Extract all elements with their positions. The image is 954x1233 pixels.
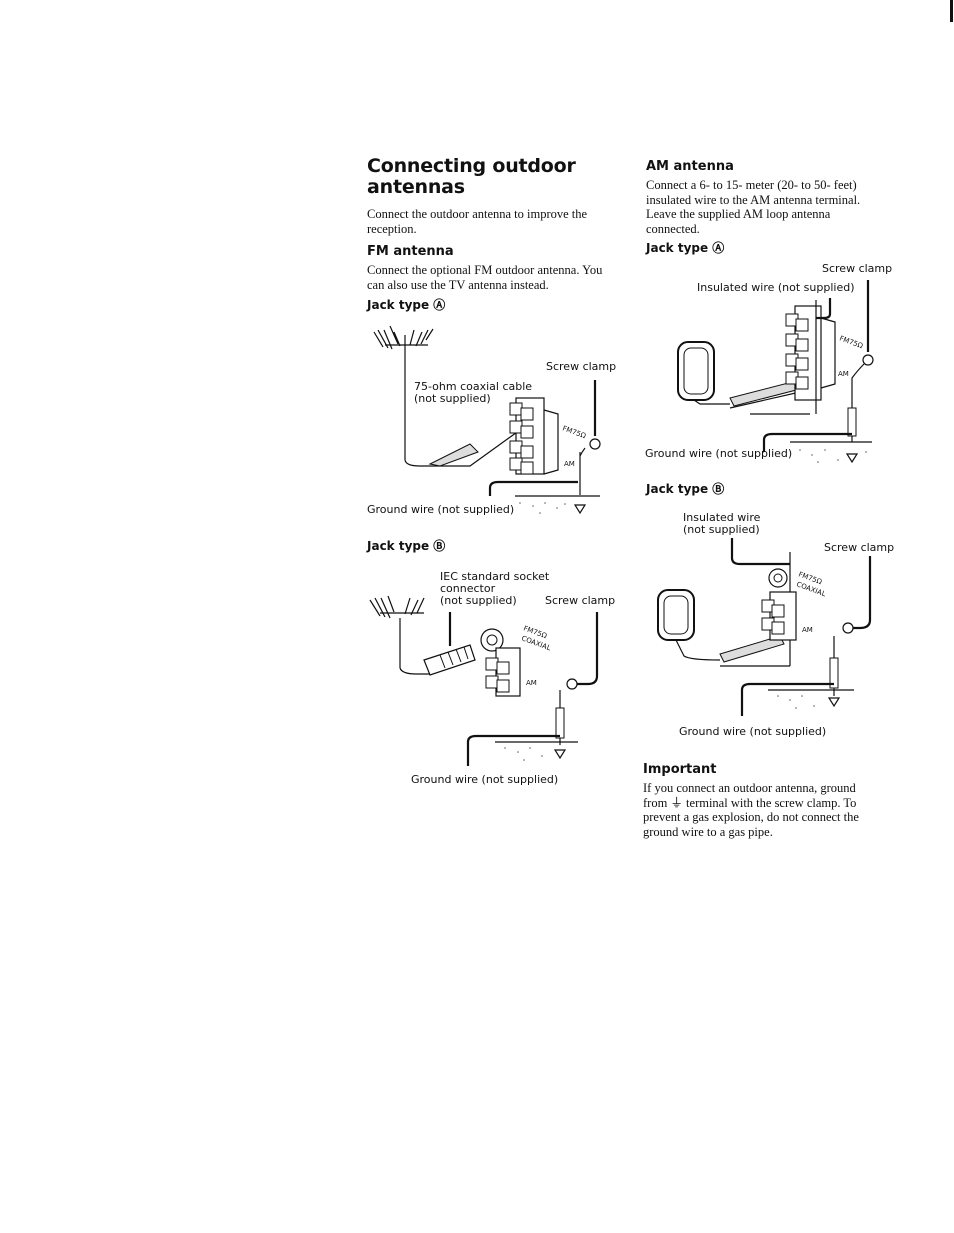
am-jack-a-ground-wire-label: Ground wire (not supplied)	[645, 447, 793, 460]
am-jack-a-insulated-wire-label: Insulated wire (not supplied)	[697, 281, 855, 294]
fm-jack-b-title: Jack type Ⓑ	[367, 539, 446, 553]
fm-jack-b-screw-clamp-label: Screw clamp	[545, 594, 616, 607]
fm-antenna-heading: FM antenna	[367, 244, 454, 259]
am-jack-b-insulated-wire-note: (not supplied)	[683, 523, 760, 536]
fm-antenna-text: Connect the optional FM outdoor antenna.…	[367, 263, 603, 292]
am-jack-a-title: Jack type Ⓐ	[646, 241, 725, 255]
intro-text: Connect the outdoor antenna to improve t…	[367, 207, 588, 236]
am-jack-b-screw-clamp-label: Screw clamp	[824, 541, 895, 554]
svg-text:COAXIAL: COAXIAL	[795, 580, 827, 598]
svg-text:AM: AM	[802, 626, 813, 634]
important-text: If you connect an outdoor antenna, groun…	[643, 781, 859, 839]
page-title: Connecting outdoor antennas	[367, 155, 576, 198]
svg-text:AM: AM	[564, 460, 575, 468]
fm-jack-b-ground-wire-label: Ground wire (not supplied)	[411, 773, 559, 786]
am-antenna-heading: AM antenna	[646, 159, 734, 174]
am-jack-b-ground-wire-label: Ground wire (not supplied)	[679, 725, 827, 738]
fm-jack-a-title: Jack type Ⓐ	[367, 298, 446, 312]
svg-text:AM: AM	[526, 679, 537, 687]
am-jack-b-title: Jack type Ⓑ	[646, 482, 725, 496]
fm-jack-b-connector-label: IEC standard socket	[440, 570, 550, 583]
am-antenna-text: Connect a 6- to 15- meter (20- to 50- fe…	[646, 178, 861, 236]
fm-jack-a-ground-wire-label: Ground wire (not supplied)	[367, 503, 515, 516]
fm-jack-b-connector-note: (not supplied)	[440, 594, 517, 607]
am-jack-b-insulated-wire-label: Insulated wire	[683, 511, 761, 524]
fm-jack-a-screw-clamp-label: Screw clamp	[546, 360, 617, 373]
fm-jack-a-cable-note: (not supplied)	[414, 392, 491, 405]
important-heading: Important	[643, 762, 717, 777]
fm-jack-a-cable-label: 75-ohm coaxial cable	[414, 380, 533, 393]
svg-text:AM: AM	[838, 370, 849, 378]
am-jack-a-screw-clamp-label: Screw clamp	[822, 262, 893, 275]
fm-jack-b-connector-label-2: connector	[440, 582, 496, 595]
page-edge-mark	[950, 0, 953, 22]
